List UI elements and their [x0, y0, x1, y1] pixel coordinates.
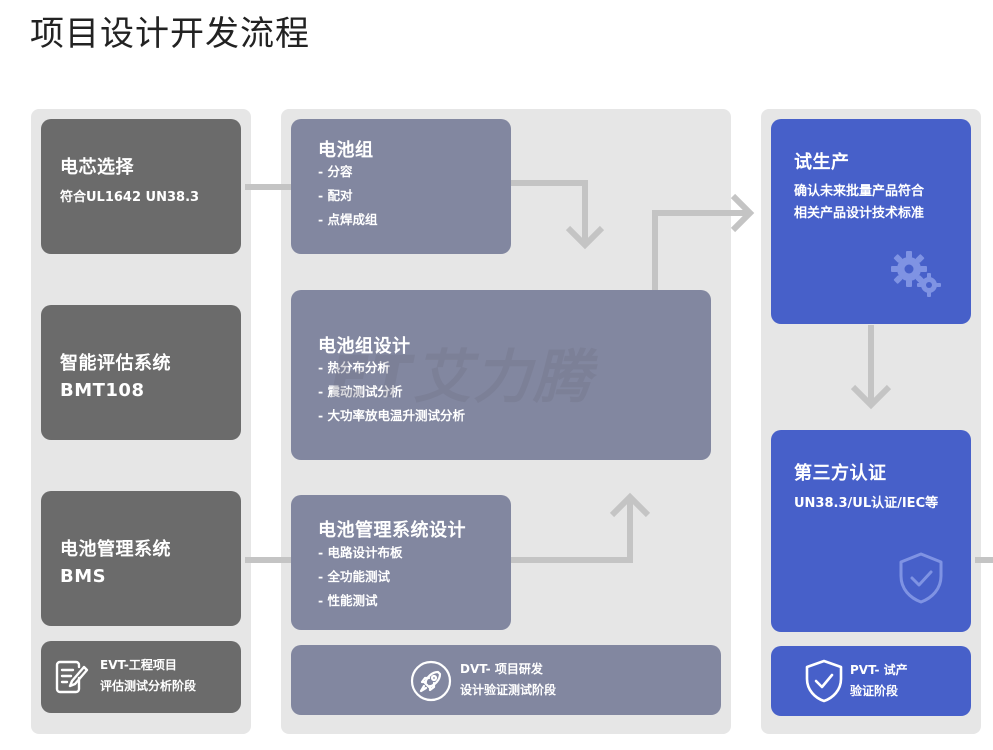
trial-desc: 确认未来批量产品符合 相关产品设计技术标准 — [794, 181, 924, 225]
cert-subtitle: UN38.3/UL认证/IEC等 — [794, 496, 939, 511]
pvt-footer-text: PVT- 试产 验证阶段 — [850, 660, 908, 702]
trial-desc-line2: 相关产品设计技术标准 — [794, 206, 925, 221]
cell-select-subtitle: 符合UL1642 UN38.3 — [60, 190, 200, 205]
connector-right-arrowhead — [730, 193, 755, 233]
pack-design-item: 热分布分析 — [318, 356, 465, 380]
pack-item: 配对 — [318, 184, 378, 208]
evt-footer-line1: EVT-工程项目 — [100, 658, 177, 672]
pack-list: 分容 配对 点焊成组 — [318, 160, 378, 232]
bms-design-list: 电路设计布板 全功能测试 性能测试 — [318, 541, 403, 613]
bms-title: 电池管理系统 — [60, 539, 171, 560]
document-edit-icon — [55, 660, 89, 694]
dvt-footer-line1: DVT- 项目研发 — [460, 662, 543, 676]
pack-design-item: 震动测试分析 — [318, 380, 465, 404]
pvt-footer: PVT- 试产 验证阶段 — [771, 646, 971, 716]
smart-eval-box: 智能评估系统 BMT108 — [41, 305, 241, 440]
dvt-footer-text: DVT- 项目研发 设计验证测试阶段 — [460, 659, 556, 701]
cell-select-box: 电芯选择 符合UL1642 UN38.3 — [41, 119, 241, 254]
bms-design-box: 电池管理系统设计 电路设计布板 全功能测试 性能测试 — [291, 495, 511, 630]
trial-desc-line1: 确认未来批量产品符合 — [794, 184, 925, 199]
pack-design-list: 热分布分析 震动测试分析 大功率放电温升测试分析 — [318, 356, 466, 428]
pack-design-item: 大功率放电温升测试分析 — [318, 404, 466, 428]
bms-design-title: 电池管理系统设计 — [318, 520, 466, 541]
bms-box: 电池管理系统 BMS — [41, 491, 241, 626]
page-title: 项目设计开发流程 — [30, 14, 310, 54]
pack-design-title: 电池组设计 — [318, 336, 411, 357]
trial-production-box: 试生产 确认未来批量产品符合 相关产品设计技术标准 — [771, 119, 971, 324]
shield-check-icon — [805, 659, 843, 703]
cert-title: 第三方认证 — [794, 463, 887, 484]
evt-footer-text: EVT-工程项目 评估测试分析阶段 — [100, 655, 196, 697]
bms-design-item: 全功能测试 — [318, 565, 403, 589]
smart-eval-title: 智能评估系统 — [60, 353, 171, 374]
bms-subtitle: BMS — [60, 566, 107, 587]
pvt-footer-line1: PVT- 试产 — [850, 663, 908, 677]
watermark-logo: ET艾力腾 — [330, 343, 594, 411]
evt-footer-line2: 评估测试分析阶段 — [100, 679, 197, 693]
dvt-footer: DVT- 项目研发 设计验证测试阶段 — [291, 645, 721, 715]
pack-item: 点焊成组 — [318, 208, 378, 232]
dvt-footer-line2: 设计验证测试阶段 — [460, 683, 557, 697]
trial-title: 试生产 — [794, 152, 850, 173]
evt-footer: EVT-工程项目 评估测试分析阶段 — [41, 641, 241, 713]
rocket-icon — [410, 660, 452, 702]
pack-box: 电池组 分容 配对 点焊成组 — [291, 119, 511, 254]
shield-check-icon — [899, 552, 943, 604]
third-party-cert-box: 第三方认证 UN38.3/UL认证/IEC等 — [771, 430, 971, 632]
bms-design-item: 性能测试 — [318, 589, 403, 613]
bms-design-item: 电路设计布板 — [318, 541, 403, 565]
pack-title: 电池组 — [318, 140, 374, 161]
pack-design-box: 电池组设计 热分布分析 震动测试分析 大功率放电温升测试分析 — [291, 290, 711, 460]
pvt-footer-line2: 验证阶段 — [850, 684, 899, 698]
smart-eval-subtitle: BMT108 — [60, 380, 145, 401]
gears-icon — [891, 251, 941, 297]
cell-select-title: 电芯选择 — [60, 157, 134, 178]
pack-item: 分容 — [318, 160, 378, 184]
